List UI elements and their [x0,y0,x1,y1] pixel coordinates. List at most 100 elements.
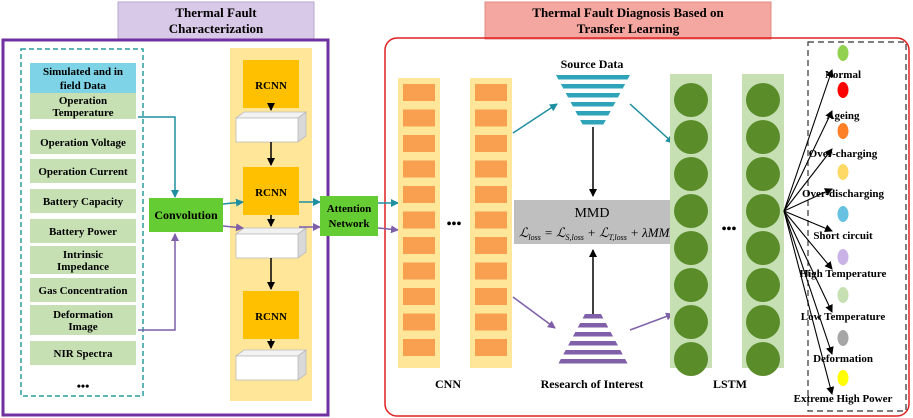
data-header-line1: Simulated and in [43,66,123,78]
funnel-stripe [560,84,626,89]
output-class-label: Ageing [827,110,861,122]
cnn-neuron [475,135,507,152]
convolution-box [149,198,223,232]
funnel-stripe [568,97,618,102]
feature-label: Temperature [52,107,113,119]
left-title-line2: Characterization [169,21,264,36]
cnn-label: CNN [435,377,461,391]
feature-label: Impedance [57,261,109,273]
funnel-stripe [582,314,604,319]
cnn-neuron [475,211,507,229]
cnn-neuron [475,160,507,178]
teal-arrow-to-convolution [138,116,179,198]
lstm-node [674,342,708,376]
purple-arrow-to-convolution [138,233,179,331]
cnn-neuron [475,84,507,101]
cnn-neuron [403,109,435,127]
feature-list-ellipsis: ••• [77,379,90,393]
cnn-layers [398,78,512,368]
feature-label: Image [68,321,97,333]
feature-map-cube-top [234,349,308,357]
output-arrow [783,69,834,212]
cnn-neuron [403,339,435,356]
lstm-node [674,83,708,117]
cnn-neuron [475,262,507,280]
funnel-stripe [580,318,606,323]
rcnn-block [243,167,299,215]
funnel-stripe [580,120,606,125]
feature-map-cube [235,355,299,381]
lstm-node [746,268,780,302]
output-class-label: Deformation [813,353,873,365]
output-arrow [783,210,834,355]
cnn-ellipsis: ••• [447,217,462,232]
cnn-neuron [475,186,507,203]
feature-map-cube [235,117,299,143]
feature-label: Operation [59,95,107,107]
lstm-layers [670,74,784,376]
funnel-stripe [565,345,621,350]
left-title-box [117,1,315,41]
cnn-neuron [475,339,507,356]
source-data-funnel [556,75,630,129]
attention-network-box [320,196,378,236]
output-class-dot [837,370,849,386]
cnn-neuron [475,288,507,305]
output-class-label: Short circuit [813,230,873,242]
feature-box [30,341,136,365]
output-arrow [783,188,833,212]
output-arrow [783,210,833,270]
lstm-ellipsis: ••• [722,222,737,237]
right-title-box [484,1,772,40]
output-class-dot [837,123,849,139]
lstm-label: LSTM [713,377,747,391]
funnel-stripe [570,102,616,107]
feature-box [30,219,136,243]
cnn-neuron [403,288,435,305]
funnel-stripe [572,332,614,337]
purple-arrow-conv-to-rcnn [222,223,244,232]
source-data-label: Source Data [561,57,624,71]
attention-label-line2: Network [329,218,371,230]
output-class-dot [837,249,849,265]
mmd-loss-box [514,200,670,244]
feature-label: Operation Voltage [40,137,126,149]
funnel-stripe [575,111,611,116]
funnel-stripe [558,79,628,84]
right-title-line1: Thermal Fault Diagnosis Based on [532,5,724,20]
lstm-node [746,194,780,228]
funnel-stripe [577,115,609,120]
feature-map-cube [235,233,299,259]
output-arrow [783,110,833,212]
attention-label-line1: Attention [327,203,372,215]
cnn-neuron [403,313,435,331]
purple-arrow-attention-to-cnn [377,225,399,234]
lstm-node [746,83,780,117]
cnn-neuron [475,313,507,331]
funnel-stripe [572,106,614,111]
lstm-node [746,231,780,265]
right-title-line2: Transfer Learning [577,21,680,36]
funnel-stripe [582,124,604,129]
cnn-neuron [475,109,507,127]
lstm-node [746,305,780,339]
funnel-stripe [563,88,623,93]
teal-arrow-cnn-to-source [512,103,558,134]
lstm-node [674,231,708,265]
lstm-node [674,268,708,302]
rcnn-block [243,60,299,108]
output-class-label: Over-discharging [802,188,885,200]
mmd-loss-formula: ℒloss = ℒS,loss + ℒT,loss + λMMD2 [519,225,683,242]
funnel-stripe [556,75,630,80]
feature-box [30,246,136,274]
funnel-stripe [565,93,621,98]
feature-box [30,305,136,335]
feature-map-cube-top [234,111,308,119]
research-of-interest-label: Research of Interest [541,377,644,391]
lstm-node [746,157,780,191]
feature-label: Operation Current [38,166,128,178]
cnn-neuron [403,237,435,254]
